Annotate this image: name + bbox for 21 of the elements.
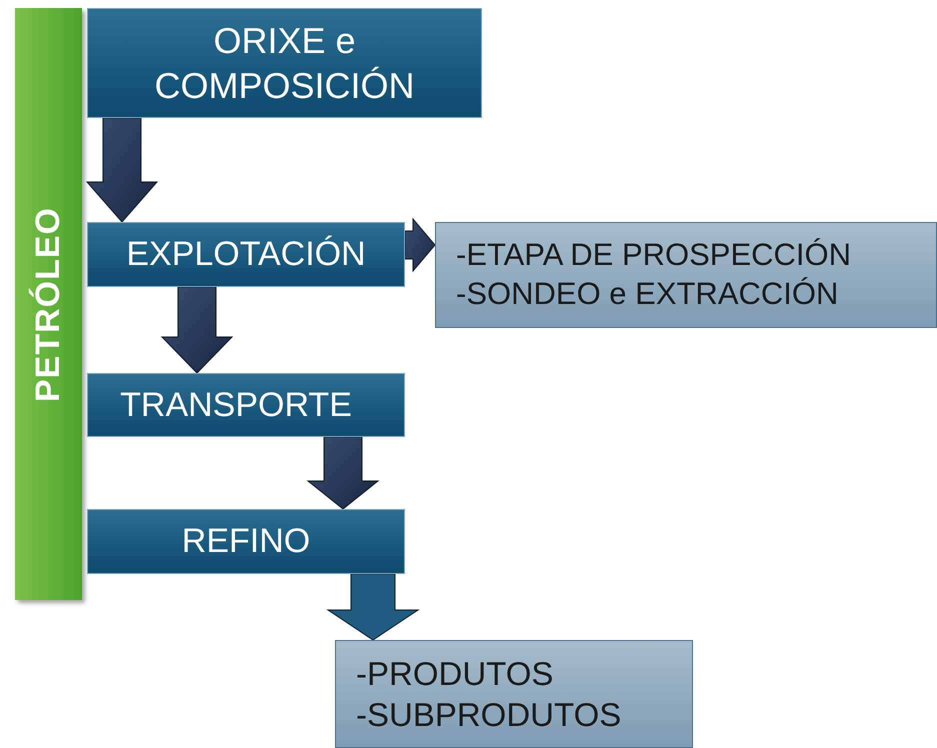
block-arrow xyxy=(86,118,158,223)
title-band xyxy=(15,8,82,600)
box-label: -PRODUTOS xyxy=(356,654,554,694)
box-label: -SUBPRODUTOS xyxy=(356,695,622,735)
box-label: -ETAPA DE PROSPECCIÓN xyxy=(456,236,852,274)
process-box xyxy=(87,509,405,574)
block-arrow xyxy=(306,436,380,510)
box-label: ORIXE e COMPOSICIÓN xyxy=(153,19,416,108)
detail-box xyxy=(335,640,693,748)
process-box xyxy=(87,373,405,437)
box-label: -SONDEO e EXTRACCIÓN xyxy=(456,275,838,313)
box-label: EXPLOTACIÓN xyxy=(126,234,366,276)
process-box xyxy=(87,222,405,287)
box-label: REFINO xyxy=(182,521,310,562)
block-arrow xyxy=(404,218,436,272)
box-label: TRANSPORTE xyxy=(120,384,353,426)
process-box xyxy=(87,8,482,118)
block-arrow xyxy=(160,286,234,374)
band-title: PETRÓLEO xyxy=(29,206,68,402)
detail-box xyxy=(435,222,937,328)
block-arrow xyxy=(326,574,420,641)
